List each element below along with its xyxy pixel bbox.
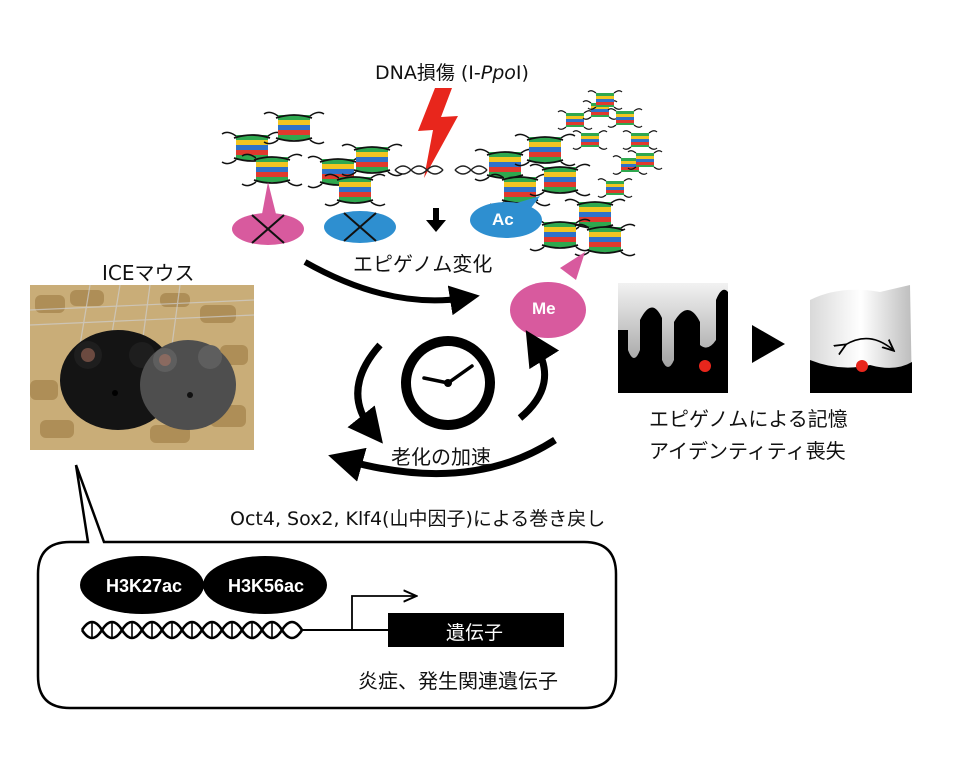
dna-damage-label: DNA損傷 (I-PpoI) (375, 62, 529, 84)
rewind-arrow (328, 437, 557, 482)
dna-break-strand (394, 165, 488, 175)
dna-helix (80, 620, 304, 640)
epigenetic-landscape-after (810, 285, 912, 393)
pink-mark-removed (232, 182, 304, 245)
ac-mark (470, 196, 542, 238)
me-mark (510, 252, 586, 338)
transition-triangle-icon (752, 325, 785, 363)
clock-icon (401, 336, 495, 430)
h3k27ac-label: H3K27ac (106, 576, 183, 596)
identity-loss-line1: エピゲノムによる記憶 (649, 407, 848, 431)
cycle-arrow-right (517, 330, 560, 421)
lightning-bolt-icon (418, 88, 458, 178)
h3k56ac-mark (203, 556, 327, 614)
h3k27ac-mark (80, 556, 204, 614)
me-label: Me (532, 299, 556, 318)
reprogramming-label: Oct4, Sox2, Klf4(山中因子)による巻き戻し (230, 508, 606, 530)
epigenetic-landscape-before (618, 283, 728, 393)
gene-label: 遺伝子 (446, 622, 504, 644)
ice-mouse-photo (30, 285, 254, 450)
cycle-arrow-left (347, 342, 383, 444)
ac-label: Ac (492, 210, 514, 229)
h3k56ac-label: H3K56ac (228, 576, 305, 596)
epigenome-to-aging-arrow (303, 259, 480, 316)
accelerated-aging-label: 老化の加速 (391, 445, 491, 469)
gene-box (388, 613, 564, 647)
callout-box (36, 464, 618, 710)
epigenome-change-label: エピゲノム変化 (353, 252, 493, 276)
transcription-start-arrow (351, 596, 415, 630)
gene-description: 炎症、発生関連遺伝子 (358, 669, 558, 693)
ice-mouse-title: ICEマウス (102, 261, 195, 285)
identity-loss-line2: アイデンティティ喪失 (649, 439, 846, 463)
blue-mark-removed (324, 211, 396, 243)
down-arrow-icon (426, 208, 446, 232)
